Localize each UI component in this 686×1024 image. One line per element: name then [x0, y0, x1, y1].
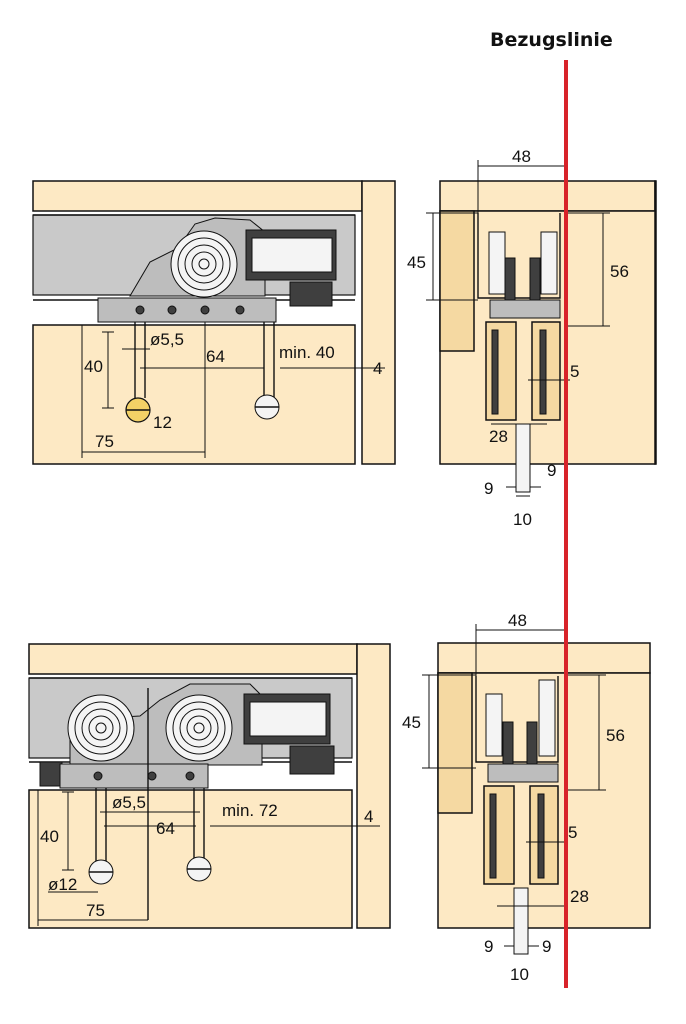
ceiling-board [32, 180, 363, 212]
dim-hole-diameter-bottom: ø5,5 [112, 793, 146, 812]
top-side-view: 48 45 56 5 28 9 9 10 [407, 147, 657, 529]
door-leaf-left [485, 321, 517, 421]
roller-wheel [170, 230, 238, 298]
jamb-side [439, 210, 475, 352]
ceiling-board-side [439, 180, 656, 212]
dim-9-right-bottom: 9 [542, 937, 551, 956]
wheel-side-right-2 [538, 679, 556, 757]
dim-5-bottom: 5 [568, 823, 577, 842]
ceiling-board-side-2 [437, 642, 651, 674]
dim-48-top: 48 [512, 147, 531, 166]
dim-75-bottom: 75 [86, 901, 105, 920]
door-leaf-left-2 [483, 785, 515, 885]
dim-12-top: 12 [153, 413, 172, 432]
dim-28-bottom: 28 [570, 887, 589, 906]
dim-40-top: 40 [84, 357, 103, 376]
mounting-plate [97, 297, 277, 323]
dim-hole-diameter-top: ø5,5 [150, 330, 184, 349]
dim-4-top: 4 [373, 359, 382, 378]
damper-bracket [289, 281, 333, 307]
dim-pin-diameter-bottom: ø12 [48, 875, 77, 894]
wall-post [361, 180, 396, 465]
damper-housing-2 [249, 701, 327, 737]
dim-45-bottom: 45 [402, 713, 421, 732]
bottom-front-view: 40 ø5,5 64 min. 72 4 ø12 75 [28, 643, 391, 929]
dim-45-top: 45 [407, 253, 426, 272]
dim-4-bottom: 4 [364, 807, 373, 826]
dim-9-right-top: 9 [547, 461, 556, 480]
reference-line-label: Bezugslinie [490, 29, 613, 51]
dim-min-clearance-top: min. 40 [279, 343, 335, 362]
wheel-side-left-2 [485, 693, 503, 757]
carrier-plate-side-2 [487, 763, 559, 783]
dim-10-bottom: 10 [510, 965, 529, 984]
wheel-side-right [540, 231, 558, 295]
door-panel [32, 324, 356, 465]
ceiling-board-2 [28, 643, 358, 675]
roller-wheel-right [165, 694, 233, 762]
door-panel-2 [28, 789, 353, 929]
dim-56-top: 56 [610, 262, 629, 281]
dim-64-bottom: 64 [156, 819, 175, 838]
floor-guide-2 [513, 887, 529, 955]
damper-bracket-2 [289, 745, 335, 775]
dim-75-top: 75 [95, 432, 114, 451]
dim-64-top: 64 [206, 347, 225, 366]
damper-housing [251, 237, 333, 273]
mounting-plate-2 [59, 763, 209, 789]
floor-guide [515, 423, 531, 493]
dim-56-bottom: 56 [606, 726, 625, 745]
dim-5-top: 5 [570, 362, 579, 381]
roller-wheel-left [67, 694, 135, 762]
dim-10-top: 10 [513, 510, 532, 529]
dim-48-bottom: 48 [508, 611, 527, 630]
top-front-view: 40 ø5,5 64 min. 40 4 12 75 [32, 180, 396, 465]
dim-9-left-bottom: 9 [484, 937, 493, 956]
jamb-side-2 [437, 672, 473, 814]
dim-28-top: 28 [489, 427, 508, 446]
wheel-side-left [488, 231, 506, 295]
wall-post-2 [356, 643, 391, 929]
dim-9-left-top: 9 [484, 479, 493, 498]
carrier-plate-side [489, 299, 561, 319]
bottom-side-view: 48 45 56 5 28 9 9 10 [402, 611, 651, 984]
dim-min-clearance-bottom: min. 72 [222, 801, 278, 820]
dim-40-bottom: 40 [40, 827, 59, 846]
